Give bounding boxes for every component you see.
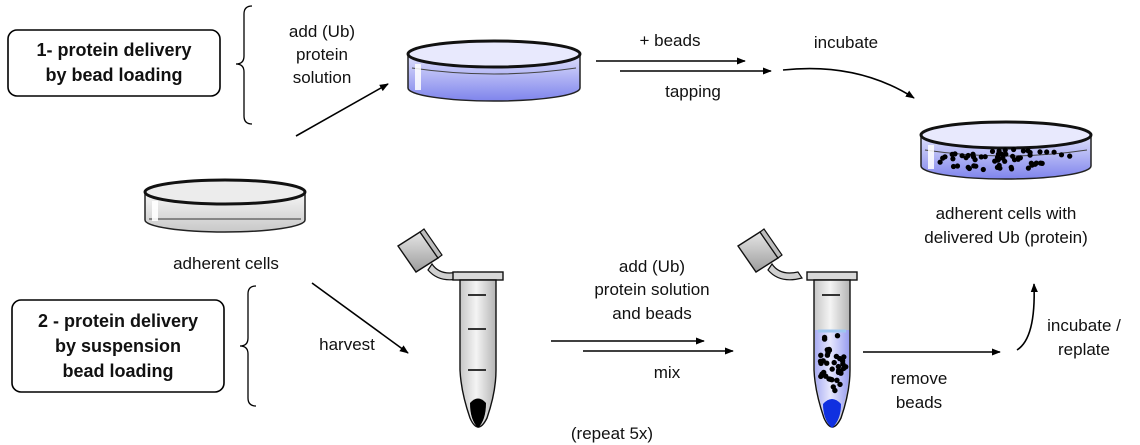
tapping-label: tapping (665, 82, 721, 101)
bead-dot (1010, 153, 1016, 159)
repeat-label: (repeat 5x) (571, 424, 653, 443)
bead-dot (1009, 166, 1015, 172)
bead-dot (965, 164, 971, 170)
bead-dot (980, 166, 986, 173)
bead-dot (994, 154, 1001, 160)
tube-beads (817, 333, 849, 394)
bead-dot (965, 152, 971, 159)
method-2-title-line1: 2 - protein delivery (38, 311, 198, 331)
bead-dot (950, 163, 957, 170)
adherent-cells-dish-icon (143, 178, 307, 233)
add-ub2-label-line1: add (Ub) (619, 257, 685, 276)
incubate-replate-label-line2: replate (1058, 340, 1110, 359)
bead-dot (843, 364, 849, 370)
bead-dot (834, 333, 841, 339)
bead-dot (1000, 155, 1006, 161)
arrow-incubate (782, 67, 915, 99)
bead-dot (820, 358, 826, 364)
remove-beads-label-line2: beads (896, 393, 942, 412)
bead-dot (1025, 165, 1031, 171)
bead-dot (989, 148, 996, 154)
bead-dot (937, 159, 943, 165)
method-1-title-line1: 1- protein delivery (36, 40, 191, 60)
bead-dot (982, 154, 988, 160)
arrow-to-solution-dish (295, 83, 389, 137)
bead-dot (952, 151, 958, 157)
dish-beads (937, 146, 1073, 173)
bead-dot (818, 352, 824, 358)
add-ub-label-line3: solution (293, 68, 352, 87)
bead-dot (996, 148, 1002, 154)
arrow-incubate-replate (1016, 283, 1038, 351)
plus-beads-label: + beads (640, 31, 701, 50)
result-label-line1: adherent cells with (936, 204, 1077, 223)
bead-dot (831, 359, 837, 366)
bead-dot (1020, 148, 1026, 154)
bead-dot (833, 353, 840, 360)
bead-dot (823, 373, 829, 379)
bead-dot (1015, 156, 1021, 162)
bead-dot (954, 163, 961, 169)
add-ub-label-line2: protein (296, 45, 348, 64)
add-ub2-label-line2: protein solution (594, 280, 709, 299)
bead-dot (839, 358, 846, 364)
method-2-title-line2: by suspension (55, 336, 181, 356)
method-1-label: 1- protein delivery by bead loading (7, 29, 221, 97)
bead-dot (1003, 151, 1009, 157)
bead-dot (1033, 160, 1039, 166)
adherent-cells-label: adherent cells (173, 254, 279, 273)
bead-dot (825, 350, 831, 356)
mix-label: mix (654, 363, 681, 382)
bead-dot (1067, 153, 1073, 159)
remove-beads-label-line1: remove (891, 369, 948, 388)
bead-dot (978, 154, 984, 160)
add-ub2-label-line3: and beads (612, 304, 691, 323)
method-2-title-line3: bead loading (62, 361, 173, 381)
bead-dot (834, 377, 840, 383)
bead-dot (838, 368, 844, 374)
incubate-replate-label-line1: incubate / (1047, 316, 1121, 335)
bead-dot (1011, 146, 1017, 153)
bead-dot (1051, 149, 1057, 155)
bead-dot (830, 384, 836, 390)
result-label-line2: delivered Ub (protein) (924, 228, 1087, 247)
tube-cell-pellet-icon (397, 228, 504, 428)
bead-dot (1044, 149, 1050, 155)
method-1-box (7, 29, 221, 97)
bead-dot (1058, 152, 1065, 158)
method-2-label: 2 - protein delivery by suspension bead … (11, 299, 225, 393)
add-ub-label-line1: add (Ub) (289, 22, 355, 41)
bead-dot (970, 154, 977, 160)
harvest-label: harvest (319, 335, 375, 354)
method-1-title-line2: by bead loading (45, 65, 182, 85)
bead-dot (959, 153, 965, 159)
bead-dot (971, 163, 977, 169)
method-2-box (11, 299, 225, 393)
method-2-brace (239, 285, 257, 407)
tube-with-beads-icon (737, 228, 858, 428)
result-dish-icon (919, 120, 1093, 180)
protein-solution-dish-icon (406, 39, 582, 102)
bead-dot (827, 376, 833, 382)
bead-dot (1027, 152, 1033, 158)
bead-dot (821, 336, 828, 342)
bead-dot (837, 381, 843, 388)
bead-dot (942, 154, 948, 160)
method-1-brace (235, 5, 253, 125)
bead-dot (1038, 160, 1044, 166)
arrow-harvest (311, 282, 409, 354)
bead-dot (829, 366, 835, 372)
incubate-label: incubate (814, 33, 878, 52)
bead-dot (950, 156, 956, 162)
bead-dot (1037, 149, 1043, 155)
bead-dot (996, 162, 1002, 168)
bead-dot (1002, 147, 1008, 153)
